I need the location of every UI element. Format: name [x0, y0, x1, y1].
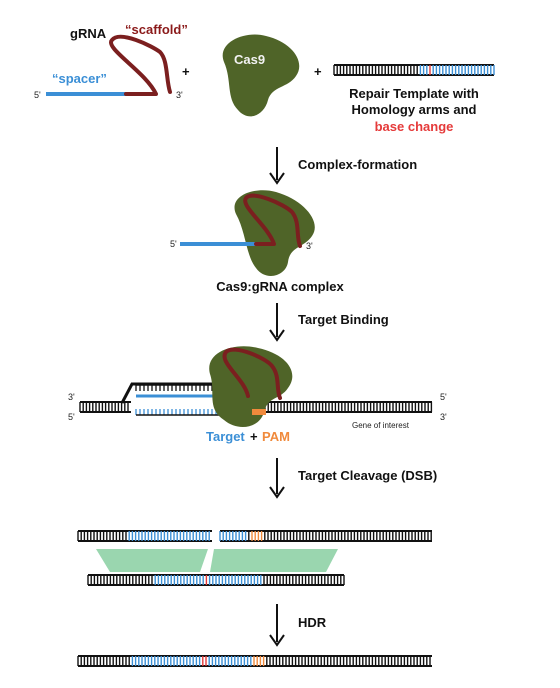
complex-five-prime: 5'	[170, 239, 177, 249]
gene-of-interest-label: Gene of interest	[352, 421, 410, 430]
target-binding-scene: 3' 5' 5' 3' Target + PAM Gene of interes…	[68, 346, 447, 444]
spacer-label: “spacer”	[52, 71, 107, 86]
genomic-left-bottom-end: 5'	[68, 412, 75, 422]
arrow-target-binding: Target Binding	[269, 303, 389, 342]
pam-label: PAM	[262, 429, 290, 444]
grna-three-prime: 3'	[176, 90, 183, 100]
scaffold-label: “scaffold”	[125, 22, 188, 37]
scaffold-strand	[109, 34, 172, 96]
arrow-target-cleavage: Target Cleavage (DSB)	[269, 458, 437, 499]
repair-template-line2: Homology arms and	[352, 102, 477, 117]
arrow-complex-formation: Complex-formation	[269, 147, 417, 185]
grna-component: gRNA “scaffold” “spacer” 5' 3'	[34, 22, 188, 100]
grna-five-prime: 5'	[34, 90, 41, 100]
genomic-left-top-end: 3'	[68, 392, 75, 402]
target-label: Target	[206, 429, 245, 444]
bound-scaffold-strand	[222, 347, 282, 400]
target-binding-label: Target Binding	[298, 312, 389, 327]
homology-arm-right	[210, 549, 338, 572]
cas9-grna-complex: 5' 3' Cas9:gRNA complex	[170, 190, 344, 294]
repair-template-aligned	[87, 574, 345, 586]
genomic-right-top-end: 5'	[440, 392, 447, 402]
repair-template: Repair Template with Homology arms and b…	[333, 64, 495, 134]
cas9-protein	[222, 34, 300, 117]
cleaved-dna-right	[219, 530, 432, 542]
genomic-right-bottom-end: 3'	[440, 412, 447, 422]
repair-template-line3: base change	[375, 119, 454, 134]
target-plus-label: +	[250, 429, 258, 444]
cas9-component: Cas9	[222, 34, 300, 117]
cleavage-scene	[77, 530, 432, 586]
cleaved-dna-left	[77, 530, 212, 542]
repair-template-dna	[333, 64, 495, 76]
complex-scaffold-strand	[243, 193, 302, 248]
cas9-label: Cas9	[234, 52, 265, 67]
complex-three-prime: 3'	[306, 241, 313, 251]
target-cleavage-label: Target Cleavage (DSB)	[298, 468, 437, 483]
genomic-dna-right	[264, 401, 433, 413]
homology-arm-left	[96, 549, 208, 572]
hdr-label: HDR	[298, 615, 327, 630]
repair-template-line1: Repair Template with	[349, 86, 479, 101]
arrow-hdr: HDR	[269, 604, 327, 647]
grna-label: gRNA	[70, 26, 107, 41]
plus-sign-2: +	[314, 64, 322, 79]
repaired-dna	[77, 655, 432, 667]
plus-sign-1: +	[182, 64, 190, 79]
complex-label: Cas9:gRNA complex	[216, 279, 344, 294]
complex-cas9-protein	[234, 190, 315, 276]
complex-formation-label: Complex-formation	[298, 157, 417, 172]
